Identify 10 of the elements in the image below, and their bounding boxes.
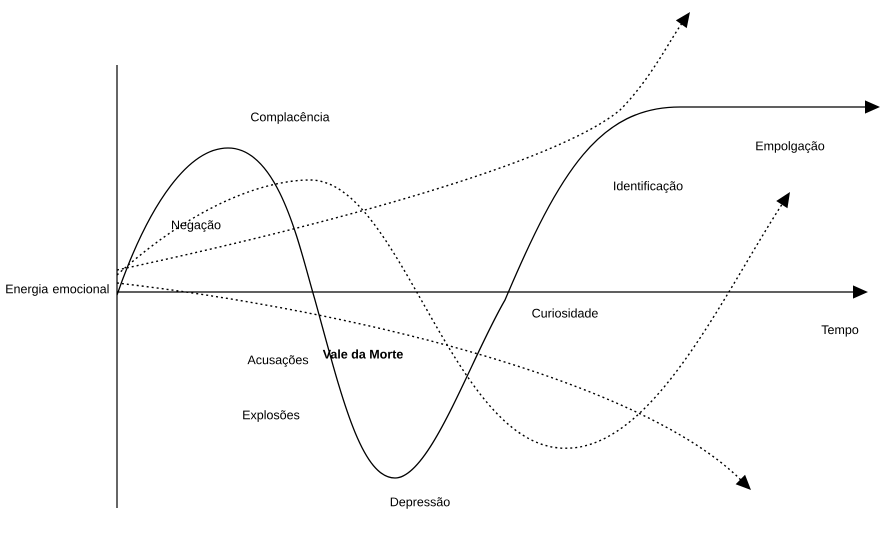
stage-label: Identificação (614, 181, 683, 193)
stage-label: Explosões (243, 410, 300, 422)
stage-label: Acusações (247, 355, 308, 367)
stage-label: Depressão (390, 497, 450, 509)
stage-label: Empolgação (756, 141, 824, 153)
stage-label: Complacência (251, 112, 330, 124)
axis-label: Energia emocional (6, 284, 109, 296)
stage-label: Curiosidade (532, 308, 598, 318)
stage-label: Tempo (822, 325, 858, 337)
stage-label: Negação (172, 220, 220, 232)
